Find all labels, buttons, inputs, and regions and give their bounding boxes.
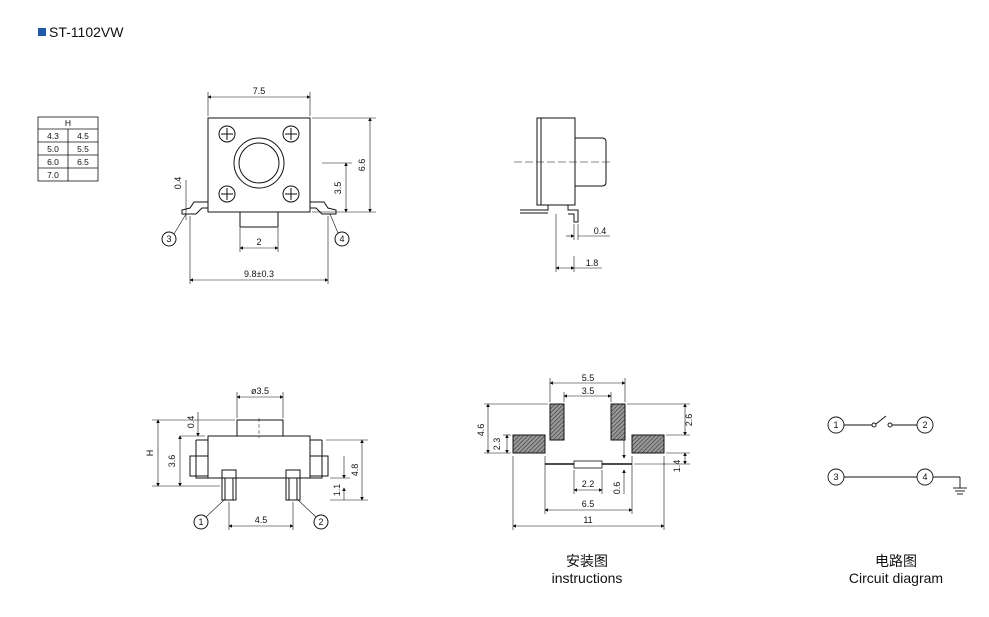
circuit-node: 4 <box>922 472 927 482</box>
table-cell: 7.0 <box>47 170 59 180</box>
dim-pitch: 4.5 <box>255 515 268 525</box>
circuit-caption-en: Circuit diagram <box>848 570 944 586</box>
table-cell: 6.0 <box>47 157 59 167</box>
dim-fp-h2: 2.3 <box>492 438 502 451</box>
dim-width: 7.5 <box>253 86 266 96</box>
table-header: H <box>65 118 71 128</box>
table-cell: 4.5 <box>77 131 89 141</box>
dim-fp-top1: 5.5 <box>582 373 595 383</box>
circuit-diagram <box>827 415 967 495</box>
dim-side-1: 0.4 <box>594 226 607 236</box>
dim-fp-r1: 2.6 <box>684 414 694 427</box>
dim-inner: 3.5 <box>333 182 343 195</box>
pin-label: 2 <box>318 517 323 527</box>
table-cell: 4.3 <box>47 131 59 141</box>
pin-label: 3 <box>166 234 171 244</box>
dim-lead-gap: 0.4 <box>173 177 183 190</box>
dim-fp-b4: 11 <box>583 515 592 525</box>
circuit-node: 3 <box>833 472 838 482</box>
dim-fp-b3: 6.5 <box>582 499 595 509</box>
dim-front-3: 4.8 <box>350 464 360 477</box>
top-view <box>161 92 376 284</box>
dim-height: 6.6 <box>357 159 367 172</box>
dim-fp-h1: 4.6 <box>476 424 486 437</box>
dim-front-4: 1.1 <box>332 484 342 497</box>
instructions-caption: 安装图 instructions <box>520 553 654 587</box>
dim-stem: 2 <box>256 237 261 247</box>
circuit-caption-cn: 电路图 <box>875 553 917 569</box>
dim-span: 9.8±0.3 <box>244 269 274 279</box>
table-cell: 6.5 <box>77 157 89 167</box>
title-text: ST-1102VW <box>49 24 124 40</box>
pin-label: 1 <box>198 517 203 527</box>
footprint <box>484 378 690 530</box>
circuit-node: 1 <box>833 420 838 430</box>
dim-diameter: ø3.5 <box>251 386 269 396</box>
dim-side-2: 1.8 <box>586 258 599 268</box>
dim-fp-top2: 3.5 <box>582 386 595 396</box>
circuit-caption: 电路图 Circuit diagram <box>826 553 966 587</box>
pin-label: 4 <box>339 234 344 244</box>
instructions-caption-en: instructions <box>551 570 623 586</box>
front-view <box>152 392 368 530</box>
dim-front-1: 0.4 <box>186 416 196 429</box>
circuit-node: 2 <box>922 420 927 430</box>
dim-fp-b2: 0.6 <box>612 482 622 495</box>
side-view <box>514 117 612 272</box>
dim-h: H <box>145 450 155 457</box>
instructions-caption-cn: 安装图 <box>566 553 608 569</box>
title-marker-icon <box>38 28 46 36</box>
table-cell: 5.0 <box>47 144 59 154</box>
table-cell: 5.5 <box>77 144 89 154</box>
size-table <box>37 116 99 182</box>
dim-fp-b1: 2.2 <box>582 479 595 489</box>
dim-front-2: 3.6 <box>167 455 177 468</box>
page-title: ST-1102VW <box>38 24 123 40</box>
dim-fp-r2: 1.4 <box>672 460 682 473</box>
